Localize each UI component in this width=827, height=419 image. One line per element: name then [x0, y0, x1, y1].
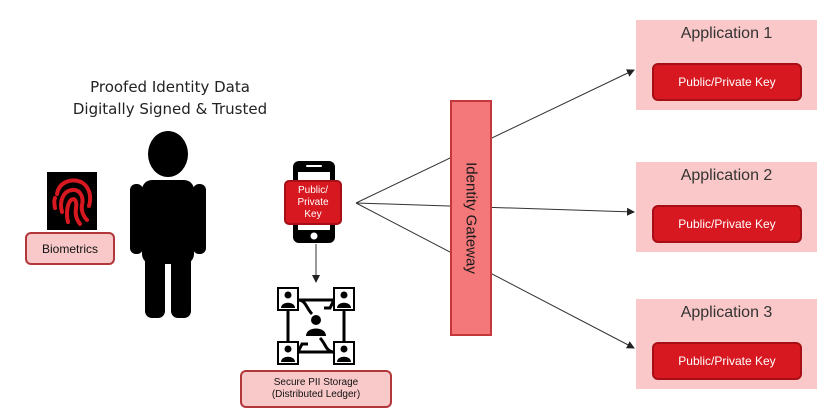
identity-heading: Proofed Identity Data Digitally Signed &…: [60, 76, 280, 120]
biometrics-label-box: Biometrics: [25, 232, 115, 265]
biometrics-label: Biometrics: [41, 241, 98, 256]
arrow-to-application-1: [355, 69, 635, 204]
arrow-to-application-3: [355, 202, 635, 349]
network-node-top-right: [333, 287, 355, 311]
heading-line-1: Proofed Identity Data: [90, 78, 250, 96]
phone-key-badge: Public/ Private Key: [284, 180, 342, 225]
application-1-box: Application 1 Public/Private Key: [636, 20, 817, 110]
phone-key-line-1: Public/: [297, 184, 328, 196]
network-node-bottom-right: [333, 341, 355, 365]
network-node-center: [306, 315, 326, 336]
phone-key-line-3: Key: [304, 208, 322, 220]
person-silhouette-icon: [130, 131, 206, 318]
application-2-title: Application 2: [680, 167, 773, 184]
arrow-to-application-2: [355, 202, 635, 216]
secure-storage-label-box: Secure PII Storage (Distributed Ledger): [240, 370, 392, 408]
heading-line-2: Digitally Signed & Trusted: [72, 100, 268, 118]
storage-line-1: Secure PII Storage: [273, 377, 359, 388]
network-node-bottom-left: [277, 341, 299, 365]
application-1-title: Application 1: [680, 25, 773, 42]
application-2-box: Application 2 Public/Private Key: [636, 162, 817, 252]
application-3-title: Application 3: [680, 304, 773, 321]
storage-line-2: (Distributed Ledger): [271, 389, 361, 400]
application-3-box: Application 3 Public/Private Key: [636, 299, 817, 389]
identity-gateway: Identity Gateway: [450, 100, 492, 336]
distributed-network-icon: [277, 287, 355, 365]
application-3-key-badge: Public/Private Key: [652, 342, 802, 380]
identity-gateway-label: Identity Gateway: [462, 162, 480, 274]
network-node-top-left: [277, 287, 299, 311]
application-1-key-badge: Public/Private Key: [652, 63, 802, 101]
phone-key-line-2: Private: [297, 196, 329, 208]
fingerprint-icon: [47, 172, 97, 230]
application-2-key-badge: Public/Private Key: [652, 205, 802, 243]
